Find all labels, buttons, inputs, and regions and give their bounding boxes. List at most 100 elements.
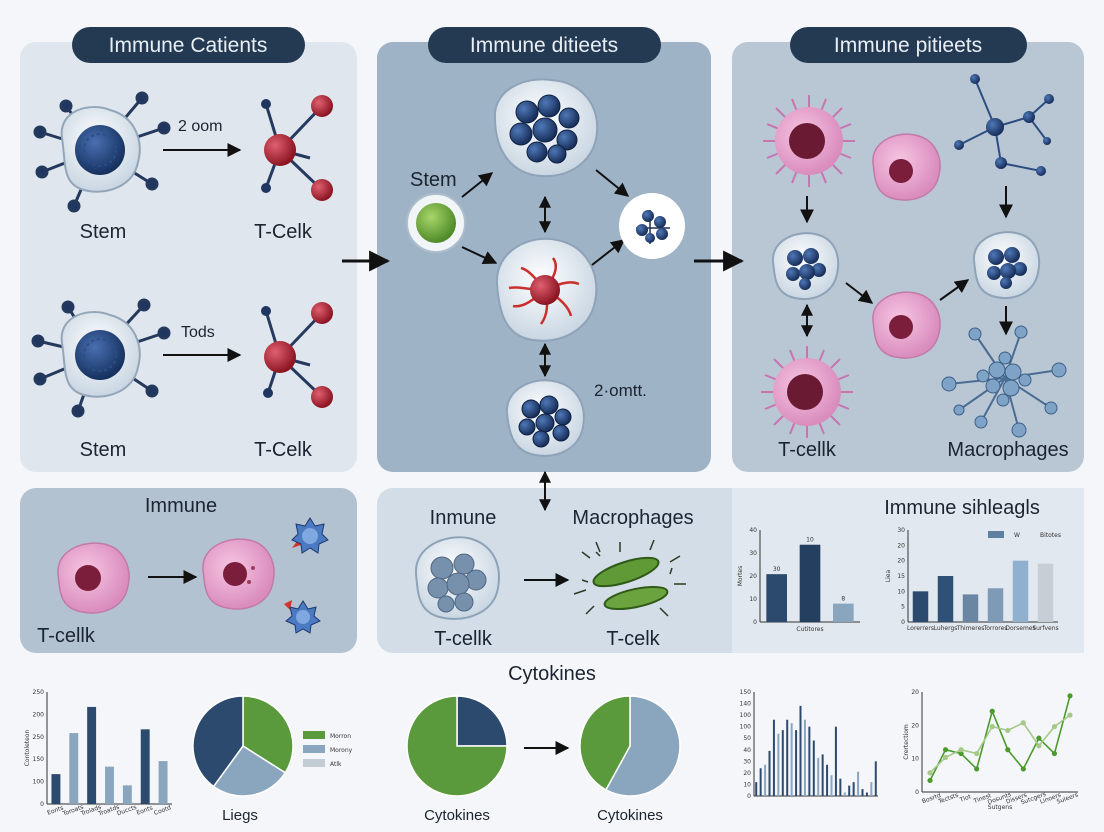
bar: [962, 594, 979, 622]
y-tick-label: 10: [749, 596, 757, 603]
x-tick-label: Eonts: [136, 804, 154, 816]
t-cell-molecule-1: [261, 95, 333, 201]
bar: [848, 785, 851, 796]
label-tcelk-1: T-Celk: [254, 221, 313, 243]
bar: [786, 719, 789, 796]
y-tick-label: 40: [743, 747, 751, 754]
bar: [874, 761, 877, 796]
bar: [839, 778, 842, 796]
label-inmune: Inmune: [430, 507, 497, 529]
x-tick-label: Cootd: [153, 804, 172, 817]
grey-cell: [414, 536, 500, 620]
legend-label: Atlk: [330, 761, 342, 768]
pink-cell-top: [872, 133, 941, 201]
arrow-label-1: 2 oom: [178, 118, 222, 135]
x-tick-label: Dorsemes: [1005, 625, 1035, 632]
bar: [912, 591, 929, 622]
red-spiky-cell: [495, 237, 598, 342]
arrow-label-2: Tods: [181, 324, 215, 341]
blue-antigen-bottom: [285, 600, 321, 634]
series-point: [1051, 724, 1058, 730]
series-point: [1005, 747, 1011, 753]
y-tick-label: 20: [749, 573, 757, 580]
label-tcellk-mid: T-cellk: [434, 628, 493, 650]
t-cell-molecule-2: [261, 302, 333, 408]
bar: [808, 726, 811, 796]
pie-slice: [456, 695, 508, 747]
y-tick-label: 250: [33, 689, 45, 696]
series-point: [927, 770, 933, 776]
panel-title-immune: Immune: [145, 495, 217, 517]
y-tick-label: 250: [33, 734, 45, 741]
legend-swatch: [303, 759, 325, 767]
bar: [140, 729, 150, 804]
pink-cell-right: [202, 538, 275, 610]
bar: [803, 719, 806, 796]
pink-spiky-cell-top: [763, 95, 855, 187]
series-point: [942, 747, 949, 753]
panel-title-signals: Immune sihleagls: [884, 497, 1040, 519]
series-point: [1020, 720, 1026, 726]
label-tcelk-mid: T-celk: [606, 628, 660, 650]
y-tick-label: 0: [915, 789, 919, 796]
y-tick-label: 40: [749, 527, 757, 534]
y-tick-label: 10: [897, 588, 905, 595]
x-tick-label: Tlot: [958, 793, 973, 804]
legend-label: Bitotes: [1040, 532, 1061, 539]
x-tick-label: Thimeres: [956, 625, 985, 632]
bar-data-label: 10: [806, 537, 814, 544]
bar: [987, 588, 1004, 622]
bar: [768, 750, 771, 796]
bar: [861, 789, 864, 796]
y-tick-label: 50: [743, 735, 751, 742]
label-tcelk-2: T-Celk: [254, 439, 313, 461]
pink-cell-mid: [872, 291, 941, 359]
arrow-red-to-molecule: [591, 239, 626, 266]
nucleated-cell-right-1: [771, 232, 840, 300]
bar: [87, 706, 97, 804]
y-tick-label: 200: [33, 711, 45, 718]
bar: [51, 774, 61, 804]
y-tick-label: 100: [740, 724, 752, 731]
series-line: [929, 695, 1071, 781]
series-point: [1067, 693, 1073, 699]
legend-swatch: [303, 731, 325, 739]
series-point: [942, 754, 949, 760]
arrow-stem-to-red-cell: [461, 246, 498, 264]
label-stem-middle: Stem: [410, 169, 457, 191]
title-pill-left: [72, 27, 305, 63]
network-molecule-top: [954, 74, 1054, 176]
pie-slice: [604, 695, 681, 797]
y-tick-label: 10: [743, 781, 751, 788]
label-stem-2: Stem: [80, 439, 127, 461]
panel-title-right: Immune pitieets: [834, 34, 982, 57]
bar: [865, 792, 868, 796]
green-stem-cell: [406, 193, 466, 253]
bar: [158, 761, 168, 804]
y-tick-label: 100: [33, 779, 45, 786]
y-tick-label: 100: [740, 712, 752, 719]
series-line: [929, 714, 1071, 774]
y-tick-label: 30: [897, 527, 905, 534]
bar: [795, 730, 798, 796]
series-point: [974, 766, 980, 772]
pie-slice: [579, 695, 631, 791]
bar: [821, 754, 824, 796]
label-macrophages-right: Macrophages: [947, 439, 1068, 461]
series-point: [989, 708, 995, 714]
legend-swatch: [303, 745, 325, 753]
bar: [833, 603, 854, 622]
legend-label: Morony: [330, 747, 353, 754]
blue-antigen-top: [291, 517, 329, 554]
y-axis-label: Contoleteon: [24, 730, 31, 767]
y-tick-label: 0: [747, 793, 751, 800]
label-macrophages-mid: Macrophages: [572, 507, 693, 529]
bar-data-label: 8: [841, 596, 845, 603]
bar: [812, 740, 815, 796]
pie-caption-cytokines-2: Cytokines: [597, 807, 663, 824]
bottom-title-cytokines: Cytokines: [508, 663, 596, 685]
bar: [830, 775, 833, 796]
